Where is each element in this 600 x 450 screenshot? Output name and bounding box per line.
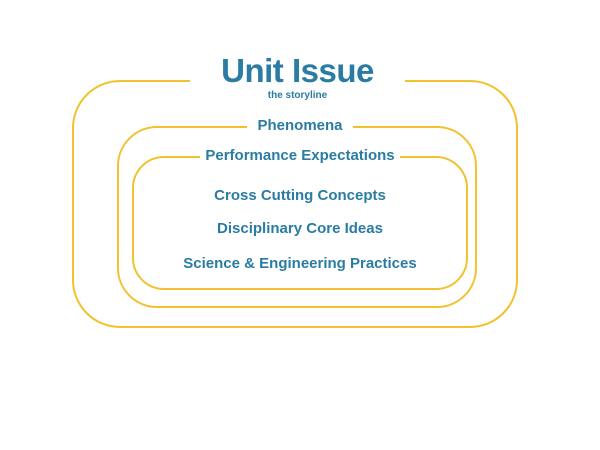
diagram-title: Unit Issue <box>221 52 374 89</box>
disciplinary-core-ideas-label: Disciplinary Core Ideas <box>217 220 383 237</box>
cross-cutting-concepts-label: Cross Cutting Concepts <box>214 187 386 204</box>
diagram-subtitle: the storyline <box>267 90 328 101</box>
science-engineering-practices-label: Science & Engineering Practices <box>183 255 417 272</box>
title-block: Unit Issue the storyline <box>190 50 405 106</box>
performance-expectations-label: Performance Expectations <box>200 146 400 166</box>
phenomena-label: Phenomena <box>247 116 353 136</box>
